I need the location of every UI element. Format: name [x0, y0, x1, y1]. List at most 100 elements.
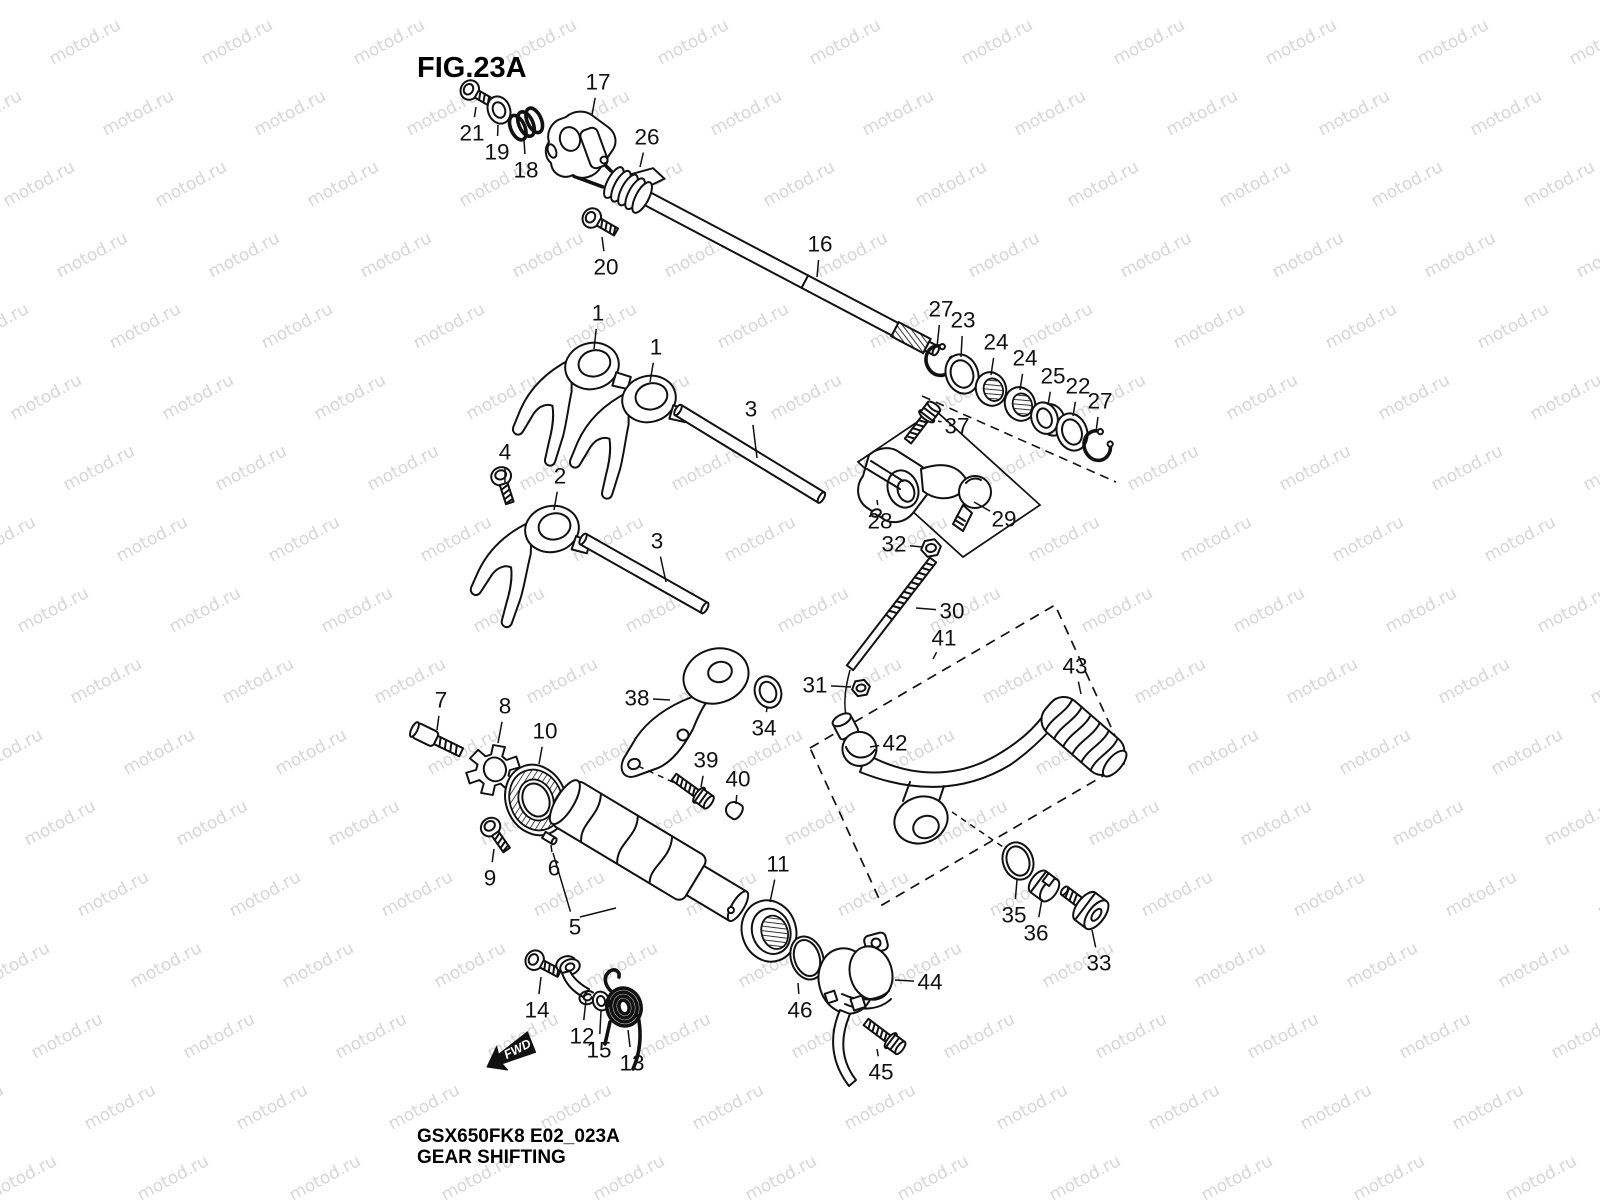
detail-box-28	[856, 408, 1042, 559]
part-32-nut	[920, 538, 942, 558]
part-28-gearshift-arm	[857, 447, 932, 524]
watermark-text: motod.ru	[1124, 441, 1202, 495]
watermark-text: motod.ru	[1237, 796, 1315, 850]
watermark-text: motod.ru	[1283, 654, 1361, 708]
leader-line-2	[553, 491, 558, 511]
watermark-text: motod.ru	[1502, 1151, 1580, 1200]
watermark-text: motod.ru	[106, 299, 184, 353]
watermark-text: motod.ru	[912, 157, 990, 211]
watermark-text: motod.ru	[1594, 867, 1600, 921]
part-38-gearshift-arm	[620, 647, 750, 778]
part-label-35: 35	[1001, 903, 1026, 928]
watermark-text: motod.ru	[760, 157, 838, 211]
watermark-text: motod.ru	[1198, 1151, 1276, 1200]
watermark-text: motod.ru	[636, 1009, 714, 1063]
part-label-34: 34	[751, 716, 776, 741]
watermark-text: motod.ru	[1580, 441, 1600, 495]
part-label-1: 1	[650, 335, 663, 360]
leader-line-31	[830, 685, 852, 688]
watermark-text: motod.ru	[1290, 867, 1368, 921]
watermark-text: motod.ru	[0, 86, 25, 140]
part-label-46: 46	[787, 998, 812, 1023]
part-label-9: 9	[484, 866, 497, 891]
leader-line-24	[1019, 373, 1024, 391]
watermark-text: motod.ru	[979, 654, 1057, 708]
watermark-text: motod.ru	[523, 654, 601, 708]
watermark-text: motod.ru	[212, 441, 290, 495]
part-6-pin	[541, 830, 558, 846]
part-label-37: 37	[944, 414, 969, 439]
watermark-text: motod.ru	[1336, 725, 1414, 779]
part-20-screw	[578, 203, 623, 242]
part-3-fork-shaft	[578, 532, 710, 615]
watermark-text: motod.ru	[590, 1151, 668, 1200]
watermark-text: motod.ru	[1297, 1080, 1375, 1134]
watermark-text: motod.ru	[1587, 654, 1600, 708]
leader-line-8	[497, 721, 503, 744]
leader-line-45	[876, 1048, 879, 1057]
part-label-18: 18	[513, 158, 538, 183]
watermark-text: motod.ru	[1375, 370, 1453, 424]
leader-line-3	[752, 424, 758, 459]
watermark-text: motod.ru	[53, 228, 131, 282]
watermark-text: motod.ru	[1085, 796, 1163, 850]
leader-line-29	[973, 501, 991, 512]
watermark-text: motod.ru	[251, 86, 329, 140]
part-label-22: 22	[1065, 374, 1090, 399]
watermark-text: motod.ru	[0, 1151, 60, 1200]
watermark-text: motod.ru	[152, 157, 230, 211]
watermark-text: motod.ru	[721, 512, 799, 566]
watermark-text: motod.ru	[431, 938, 509, 992]
detail-box-41	[808, 603, 1129, 907]
leader-line-32	[909, 544, 923, 548]
watermark-text: motod.ru	[1046, 1151, 1124, 1200]
leader-line-24	[990, 357, 995, 376]
watermark-text: motod.ru	[714, 299, 792, 353]
watermark-text: motod.ru	[127, 938, 205, 992]
watermark-text: motod.ru	[67, 654, 145, 708]
leader-line-20	[601, 236, 605, 252]
part-29-ball-joint	[920, 464, 992, 532]
watermark-text: motod.ru	[806, 15, 884, 69]
leader-line-41	[932, 651, 938, 660]
leader-line-42	[869, 744, 880, 748]
part-label-4: 4	[499, 440, 512, 465]
watermark-text: motod.ru	[198, 15, 276, 69]
watermark-text: motod.ru	[134, 1151, 212, 1200]
part-label-41: 41	[931, 626, 956, 651]
watermark-text: motod.ru	[940, 1009, 1018, 1063]
part-40-plug	[725, 801, 744, 821]
part-label-1: 1	[592, 301, 605, 326]
part-label-5: 5	[569, 915, 582, 940]
part-3-fork-shaft	[673, 403, 827, 504]
watermark-text: motod.ru	[1414, 15, 1492, 69]
watermark-text: motod.ru	[583, 938, 661, 992]
watermark-text: motod.ru	[1230, 583, 1308, 637]
watermark-text: motod.ru	[180, 1009, 258, 1063]
watermark-text: motod.ru	[81, 1080, 159, 1134]
watermark-text: motod.ru	[304, 157, 382, 211]
part-31-nut	[851, 678, 871, 698]
part-label-20: 20	[593, 255, 618, 280]
watermark-text: motod.ru	[7, 370, 85, 424]
watermark-text: motod.ru	[509, 228, 587, 282]
watermark-text: motod.ru	[894, 1151, 972, 1200]
watermark-text: motod.ru	[1534, 583, 1600, 637]
watermark-text: motod.ru	[1428, 441, 1506, 495]
leader-line-15	[599, 1010, 602, 1035]
part-43-pedal-rubber	[1040, 695, 1128, 778]
watermark-text: motod.ru	[272, 725, 350, 779]
watermark-text: motod.ru	[279, 938, 357, 992]
watermark-text: motod.ru	[1442, 867, 1520, 921]
watermark-text: motod.ru	[1389, 796, 1467, 850]
part-label-24: 24	[983, 330, 1008, 355]
part-label-16: 16	[807, 232, 832, 257]
watermark-text: motod.ru	[1269, 228, 1347, 282]
watermark-text: motod.ru	[1481, 512, 1559, 566]
watermark-text: motod.ru	[1163, 86, 1241, 140]
watermark-text: motod.ru	[0, 299, 32, 353]
leader-line-18	[523, 139, 526, 155]
leader-line-6	[550, 844, 553, 853]
leader-line-10	[538, 746, 543, 765]
